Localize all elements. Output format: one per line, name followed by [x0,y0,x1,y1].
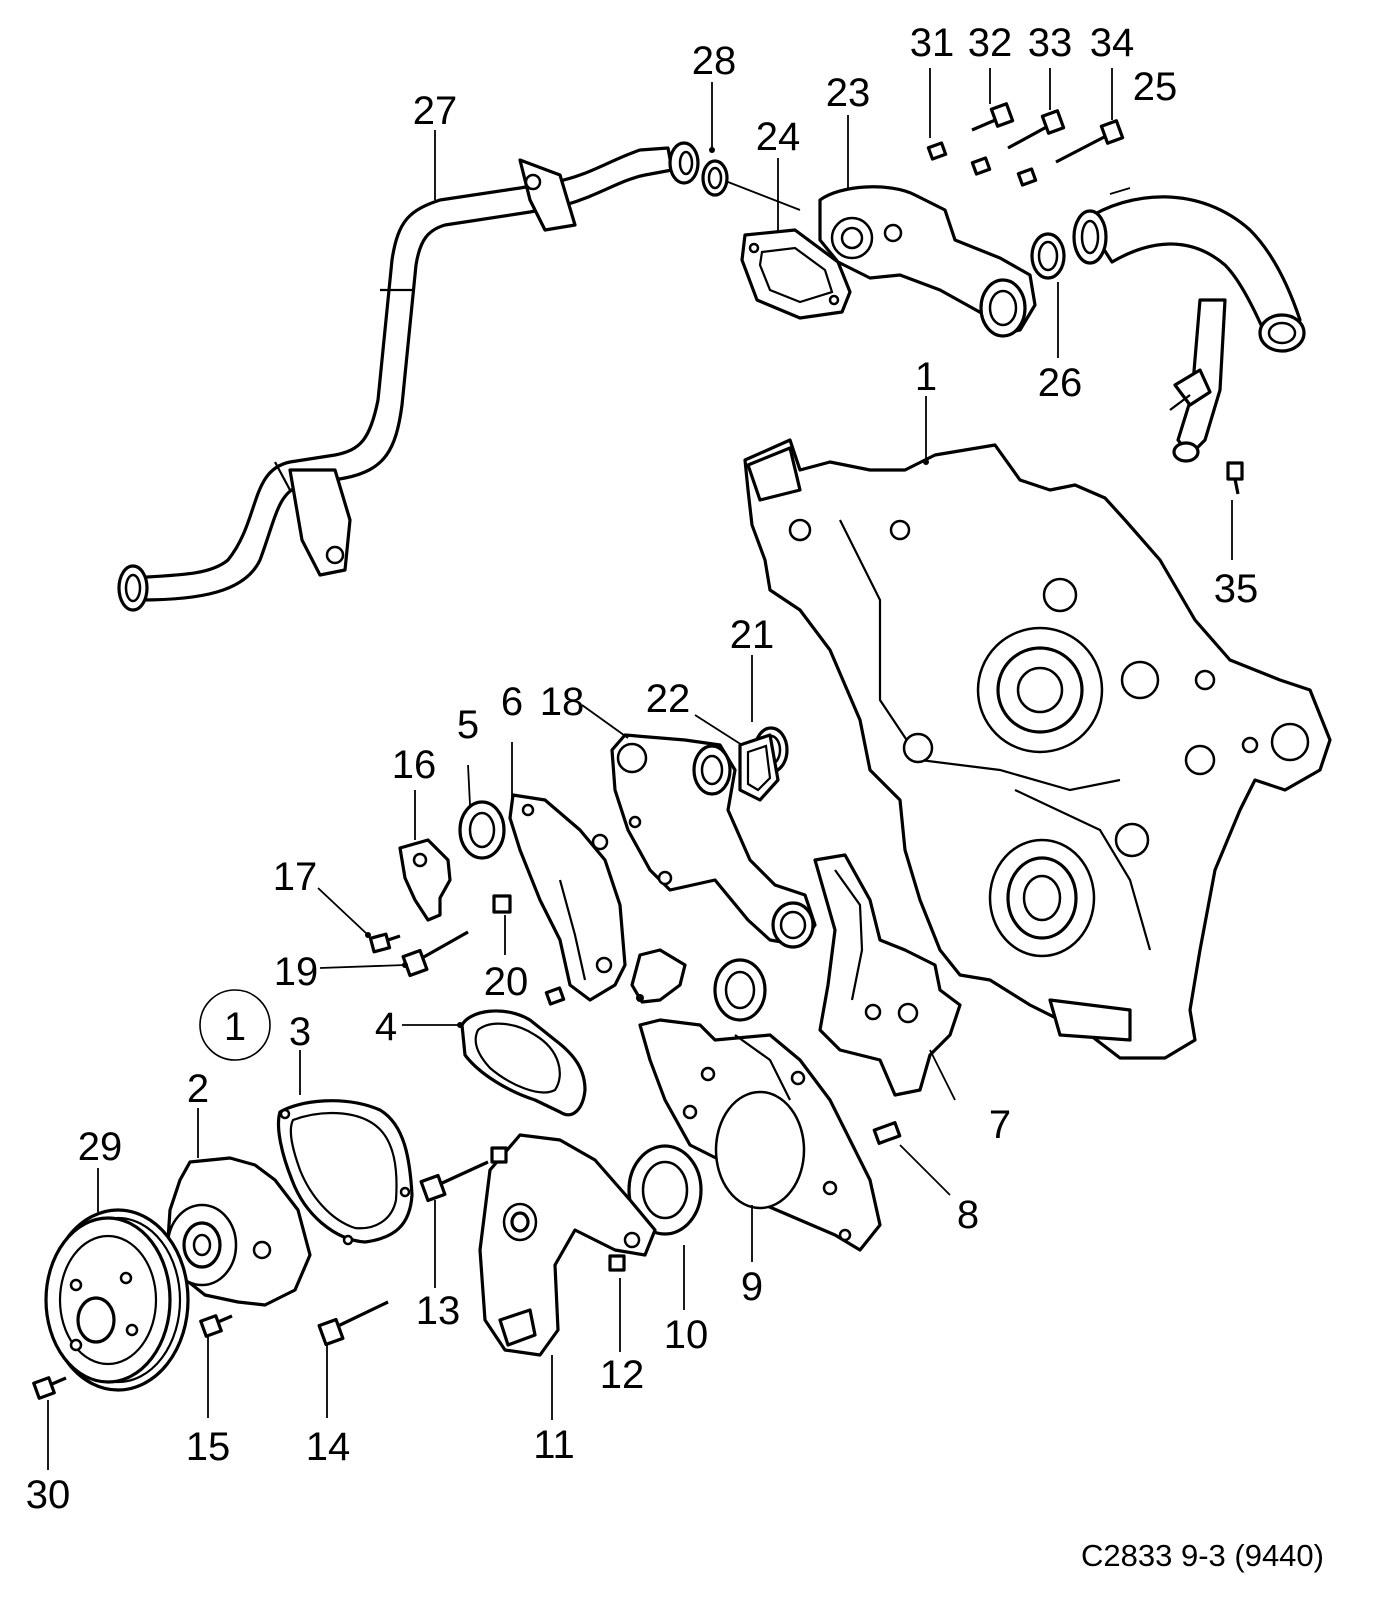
callout-30: 30 [26,1473,71,1517]
fasteners-31-34 [926,102,1125,187]
o-ring-28 [701,159,801,211]
water-pump-2 [166,1156,312,1307]
callout-19: 19 [274,950,319,994]
callout-2: 2 [187,1067,209,1111]
callout-25: 25 [1133,65,1178,109]
callout-31: 31 [910,21,955,65]
pulley-29 [44,1208,190,1392]
o-ring-21-gasket-22 [738,726,789,802]
timing-cover-1 [743,438,1332,1060]
coolant-pipe-27 [117,141,700,612]
callout-14: 14 [306,1425,351,1469]
water-pump-gasket-3 [276,1099,414,1246]
thermostat-housing-23 [818,185,1037,338]
callout-5: 5 [457,703,479,747]
callout-3: 3 [289,1010,311,1054]
callout-29: 29 [78,1125,123,1169]
bolt-35 [1226,461,1244,495]
callout-18: 18 [540,680,585,724]
diagram-code: C2833 9-3 (9440) [1081,1538,1324,1573]
callout-4: 4 [375,1005,397,1049]
pin-20 [492,894,566,1006]
callout-27: 27 [413,89,458,133]
rear-plate-9 [638,1018,882,1252]
callout-7: 7 [989,1103,1011,1147]
callout-24: 24 [756,115,801,159]
callout-6: 6 [501,680,523,724]
callout-21: 21 [730,613,775,657]
sensor-16 [398,838,452,922]
callout-9: 9 [741,1265,763,1309]
dowel-pin-8 [872,1121,902,1145]
callout-13: 13 [416,1289,461,1333]
circled-reference-badge: 1 [199,989,271,1061]
callout-8: 8 [957,1193,979,1237]
bolts-13-14 [317,1160,489,1347]
callout-33: 33 [1028,21,1073,65]
callout-26: 26 [1038,361,1083,405]
callout-1: 1 [915,355,937,399]
callout-35: 35 [1214,567,1259,611]
callout-20: 20 [484,960,529,1004]
bracket-6 [508,793,627,1002]
shaft-seal-10 [627,1144,703,1236]
thermostat-gasket-24 [740,228,852,320]
callout-12: 12 [600,1353,645,1397]
seal-5 [458,800,506,860]
callout-15: 15 [186,1425,231,1469]
callout-32: 32 [968,21,1013,65]
bolts-17-19 [368,930,469,978]
bracket-7 [813,853,962,1097]
water-pipe-housing-18 [610,733,817,949]
circled-reference-label: 1 [224,1005,246,1049]
callout-16: 16 [392,743,437,787]
callout-28: 28 [692,39,737,83]
bolt-15 [199,1314,233,1338]
leader-lines [47,68,1233,1470]
outlet-pipe-25 [1030,195,1306,463]
callout-17: 17 [273,855,318,899]
callout-22: 22 [646,677,691,721]
callout-10: 10 [664,1313,709,1357]
callout-labels: 1 2 3 4 5 6 7 8 9 10 11 12 13 14 15 16 1… [26,21,1259,1517]
callout-23: 23 [826,71,871,115]
sensor-unlabeled [630,948,767,1022]
callout-11: 11 [533,1423,575,1467]
gasket-4 [460,1009,587,1117]
bolt-30 [32,1376,67,1400]
callout-34: 34 [1090,21,1135,65]
belt-tensioner-11 [478,1133,657,1357]
